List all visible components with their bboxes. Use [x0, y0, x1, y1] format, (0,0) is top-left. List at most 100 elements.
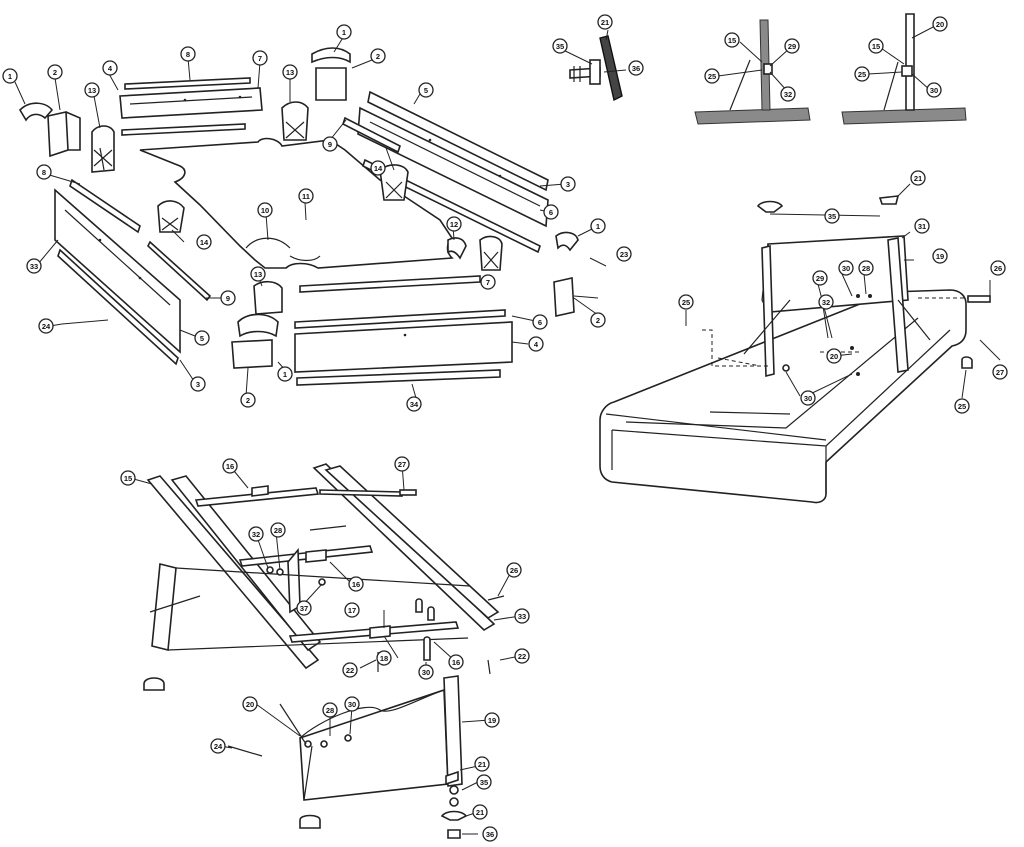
callout-number: 30: [842, 264, 850, 273]
callout-16: 16: [348, 576, 364, 592]
frame-assembly: [129, 463, 521, 691]
callout-4: 4: [102, 60, 118, 76]
callout-21: 21: [597, 14, 613, 30]
callout-33: 33: [26, 258, 42, 274]
callout-31: 31: [914, 218, 930, 234]
callout-number: 26: [994, 264, 1002, 273]
callout-number: 21: [478, 760, 486, 769]
callout-number: 35: [480, 778, 488, 787]
callout-32: 32: [248, 526, 264, 542]
callout-number: 36: [486, 830, 494, 839]
callout-number: 14: [200, 238, 209, 247]
callout-number: 22: [518, 652, 526, 661]
callout-12: 12: [446, 216, 462, 232]
callout-number: 19: [936, 252, 944, 261]
callout-number: 25: [682, 298, 690, 307]
callout-number: 3: [566, 180, 570, 189]
callout-2: 2: [47, 64, 63, 80]
callout-number: 33: [518, 612, 526, 621]
callout-number: 7: [258, 54, 262, 63]
callout-number: 28: [862, 264, 870, 273]
callout-9: 9: [220, 290, 236, 306]
callout-8: 8: [36, 164, 52, 180]
callout-28: 28: [858, 260, 874, 276]
rail-bottom: [294, 321, 513, 373]
callout-number: 11: [302, 192, 310, 201]
callout-14: 14: [196, 234, 212, 250]
callout-number: 25: [958, 402, 966, 411]
callout-number: 2: [596, 316, 600, 325]
callout-number: 28: [326, 706, 334, 715]
callout-1: 1: [590, 218, 606, 234]
callout-number: 15: [124, 474, 132, 483]
callout-7: 7: [480, 274, 496, 290]
callout-number: 26: [510, 566, 518, 575]
callout-number: 29: [816, 274, 824, 283]
callout-19: 19: [484, 712, 500, 728]
callout-7: 7: [252, 50, 268, 66]
callout-1: 1: [277, 366, 293, 382]
callout-34: 34: [406, 396, 422, 412]
callout-number: 37: [300, 604, 308, 613]
callout-number: 30: [804, 394, 812, 403]
callout-number: 28: [274, 526, 282, 535]
callout-number: 6: [538, 318, 542, 327]
callout-number: 27: [996, 368, 1004, 377]
callout-24: 24: [210, 738, 226, 754]
callout-number: 32: [784, 90, 792, 99]
callout-number: 24: [42, 322, 51, 331]
callout-number: 21: [476, 808, 484, 817]
callout-2: 2: [370, 48, 386, 64]
table-top-assembly: [14, 35, 607, 399]
callout-number: 8: [186, 50, 190, 59]
callout-number: 14: [374, 164, 383, 173]
callout-number: 30: [422, 668, 430, 677]
rail-top: [119, 87, 263, 119]
callout-25: 25: [704, 68, 720, 84]
callout-number: 3: [196, 380, 200, 389]
callout-35: 35: [476, 774, 492, 790]
callout-21: 21: [910, 170, 926, 186]
callout-number: 21: [914, 174, 922, 183]
callout-number: 20: [246, 700, 254, 709]
callout-37: 37: [296, 600, 312, 616]
callout-20: 20: [826, 348, 842, 364]
callout-22: 22: [342, 662, 358, 678]
callout-number: 34: [410, 400, 419, 409]
callout-number: 15: [728, 36, 736, 45]
callout-number: 16: [226, 462, 234, 471]
callout-number: 17: [348, 606, 356, 615]
callout-4: 4: [528, 336, 544, 352]
callout-number: 2: [246, 396, 250, 405]
callout-5: 5: [418, 82, 434, 98]
cabinet-assembly: [599, 183, 1001, 504]
callout-23: 23: [616, 246, 632, 262]
rail-right-upper: [367, 90, 549, 192]
callout-1: 1: [2, 68, 18, 84]
callout-number: 19: [488, 716, 496, 725]
callout-number: 21: [601, 18, 609, 27]
callout-number: 12: [450, 220, 458, 229]
callout-29: 29: [812, 270, 828, 286]
callout-14: 14: [370, 160, 386, 176]
callout-21: 21: [472, 804, 488, 820]
callout-30: 30: [838, 260, 854, 276]
callout-30: 30: [418, 664, 434, 680]
callout-number: 7: [486, 278, 490, 287]
callout-13: 13: [84, 82, 100, 98]
callout-number: 22: [346, 666, 354, 675]
callout-number: 1: [342, 28, 346, 37]
callout-25: 25: [678, 294, 694, 310]
callout-number: 36: [632, 64, 640, 73]
callout-17: 17: [344, 602, 360, 618]
leg-panel-assembly: [219, 675, 491, 839]
rail-left: [54, 188, 181, 354]
callout-number: 1: [283, 370, 287, 379]
bolt-detail: [554, 29, 627, 102]
callout-20: 20: [932, 16, 948, 32]
callout-29: 29: [784, 38, 800, 54]
callout-2: 2: [590, 312, 606, 328]
callout-18: 18: [376, 650, 392, 666]
